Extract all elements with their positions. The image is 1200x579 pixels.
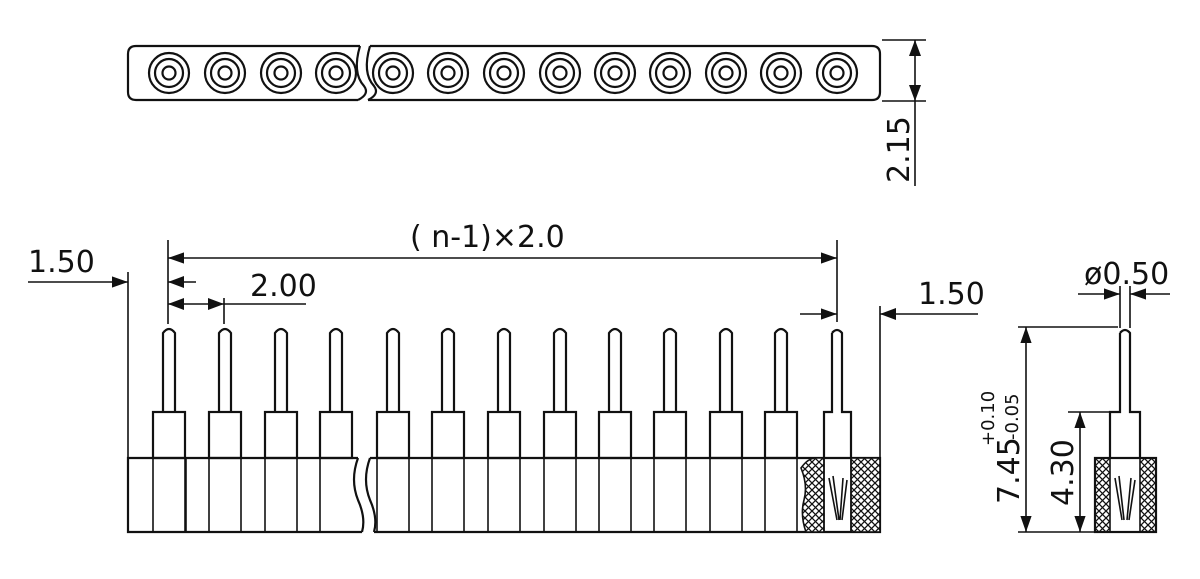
right-edge-dimension: 1.50 — [800, 277, 985, 458]
top-holes — [147, 51, 859, 95]
front-pin — [708, 327, 744, 532]
section-pin — [822, 328, 853, 458]
side-pin — [1108, 328, 1142, 458]
left-edge-dimension: 1.50 — [28, 245, 196, 458]
top-hole — [759, 51, 803, 95]
front-pin — [542, 327, 578, 532]
front-pin — [263, 327, 299, 532]
body-break-line-right — [364, 457, 377, 533]
total-height-tol-minus: -0.05 — [1002, 393, 1023, 440]
top-break-line-right — [365, 45, 378, 101]
front-pin — [597, 327, 633, 532]
top-hole — [203, 51, 247, 95]
section-hatch-left — [800, 457, 825, 533]
top-strip-right-outline — [368, 44, 882, 102]
side-hatch-left — [1094, 457, 1111, 533]
front-pin — [375, 327, 411, 532]
front-pin — [151, 327, 187, 532]
pin-diameter-dimension: ø0.50 — [1078, 257, 1170, 328]
top-break-line-left — [355, 45, 368, 101]
row-height-dimension: 2.15 — [882, 39, 926, 186]
front-pin — [763, 327, 799, 532]
pitch-formula-label: ( n-1)×2.0 — [410, 220, 565, 255]
top-hole — [147, 51, 191, 95]
top-hole — [259, 51, 303, 95]
total-height-dimension: 7.45 +0.10 -0.05 — [978, 326, 1118, 533]
front-pins — [151, 327, 799, 532]
top-strip-left-outline — [126, 44, 360, 102]
top-hole — [538, 51, 582, 95]
top-hole — [426, 51, 470, 95]
front-pin — [430, 327, 466, 532]
total-height-tol-plus: +0.10 — [978, 391, 999, 446]
body-height-label: 4.30 — [1046, 439, 1081, 506]
top-hole — [704, 51, 748, 95]
front-view: ( n-1)×2.0 1.50 2.00 1.50 — [28, 220, 985, 534]
total-height-label: 7.45 — [992, 437, 1027, 504]
top-hole — [648, 51, 692, 95]
top-hole — [314, 51, 358, 95]
front-pin — [486, 327, 522, 532]
pitch-formula-dimension: ( n-1)×2.0 — [167, 220, 838, 324]
top-view: 2.15 — [126, 39, 926, 186]
top-hole — [482, 51, 526, 95]
body-left-outline — [126, 456, 362, 534]
pitch-label: 2.00 — [250, 269, 317, 304]
left-edge-label: 1.50 — [28, 245, 95, 280]
body-height-dimension: 4.30 — [1046, 411, 1110, 532]
top-hole — [371, 51, 415, 95]
right-edge-label: 1.50 — [918, 277, 985, 312]
front-pin — [318, 327, 354, 532]
front-section-cutaway — [800, 328, 881, 533]
top-hole — [815, 51, 859, 95]
body-break-line-left — [352, 457, 365, 533]
front-pin — [207, 327, 243, 532]
pin-diameter-label: ø0.50 — [1084, 257, 1169, 292]
front-pin — [652, 327, 688, 532]
row-height-label: 2.15 — [882, 116, 917, 183]
side-hatch-right — [1139, 457, 1157, 533]
side-view: ø0.50 7.45 +0.10 -0.05 4.30 — [978, 257, 1170, 534]
pitch-dimension: 2.00 — [168, 269, 317, 324]
top-hole — [593, 51, 637, 95]
section-hatch-right — [850, 457, 881, 533]
